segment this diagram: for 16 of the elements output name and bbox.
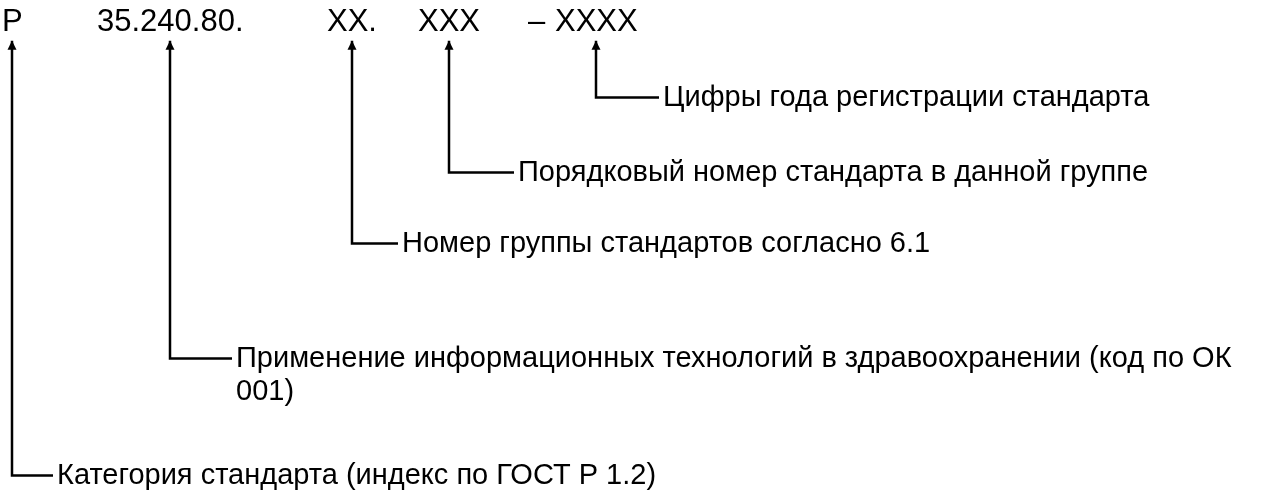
leader-arrow (7, 40, 53, 477)
code-year: ХХХХ (555, 3, 638, 39)
code-letter: Р (2, 3, 23, 39)
explanation-text: Применение информационных технологий в здравоохранении (код по ОК 001) (236, 341, 1284, 408)
explanation-text: Цифры года регистрации стандарта (663, 80, 1150, 114)
code-number: 35.240.80. (97, 3, 244, 39)
code-group: ХХ. (327, 3, 377, 39)
code-serial: ХХХ (418, 3, 481, 39)
leader-arrow (165, 40, 232, 360)
code-dash: – (528, 3, 546, 39)
leader-arrow (347, 40, 398, 245)
explanation-text: Номер группы стандартов согласно 6.1 (402, 226, 931, 260)
explanation-text: Порядковый номер стандарта в данной группе (518, 155, 1149, 189)
leader-arrow (591, 40, 659, 99)
leader-arrow (444, 40, 514, 174)
explanation-text: Категория стандарта (индекс по ГОСТ Р 1.2) (57, 458, 657, 492)
